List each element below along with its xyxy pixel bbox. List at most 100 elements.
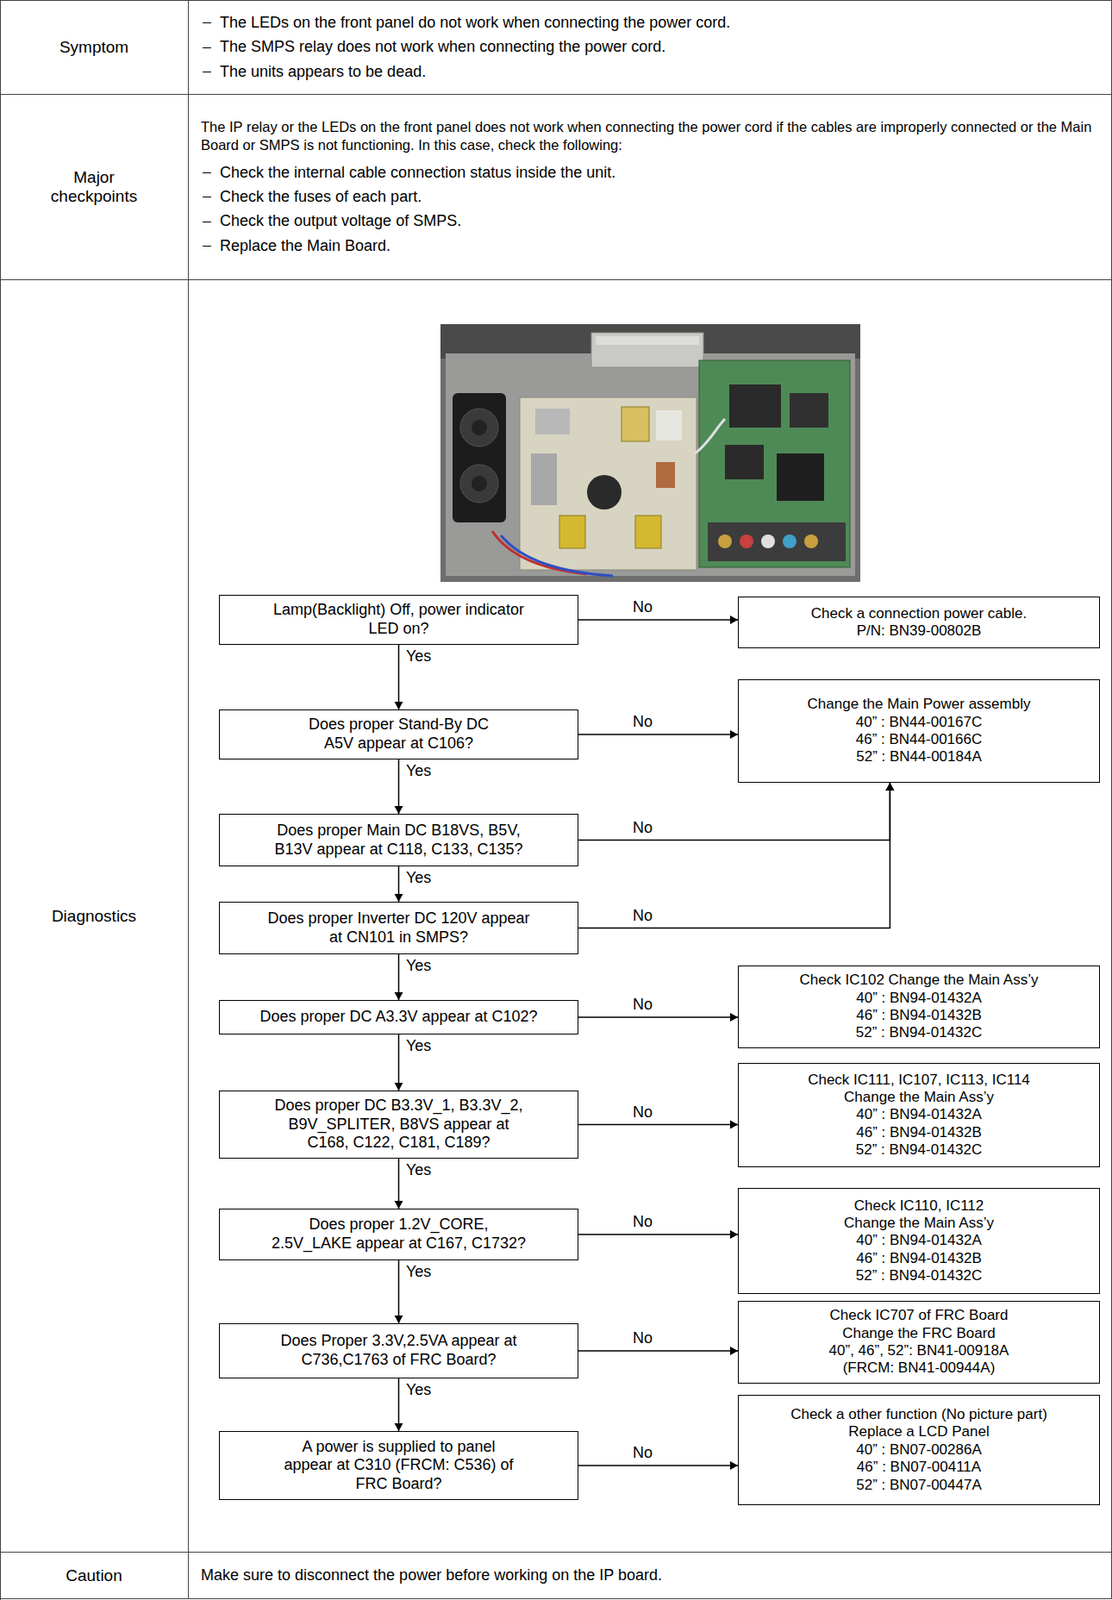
question-text: Does proper Stand-By DC A5V appear at C1… — [299, 715, 499, 753]
bullet-dash — [202, 196, 212, 198]
action-text: 46” : BN94-01432B — [855, 1124, 982, 1142]
action-box: Check IC102 Change the Main Ass’y40” : B… — [737, 965, 1100, 1049]
connector-line — [398, 644, 400, 710]
decision-box: Does proper Inverter DC 120V appear at C… — [218, 901, 579, 955]
connector-line — [578, 1349, 738, 1352]
cell-text: Make sure to disconnect the power before… — [200, 1566, 663, 1584]
action-text: 40”, 46”, 52”: BN41-00918A — [829, 1342, 1010, 1360]
connector — [394, 1378, 404, 1431]
connector — [394, 1158, 404, 1209]
cell-text: Replace the Main Board. — [219, 237, 391, 255]
bullet-dash — [202, 245, 212, 247]
action-box: Check a other function (No picture part)… — [737, 1394, 1100, 1506]
action-text: Check IC102 Change the Main Ass’y — [799, 971, 1039, 989]
cell-text: The IP relay or the LEDs on the front pa… — [200, 118, 1092, 153]
edge-label: No — [630, 1444, 655, 1462]
question-text: A power is supplied to panel appear at C… — [278, 1437, 520, 1494]
arrow-head — [730, 1461, 738, 1470]
connector-line — [578, 618, 738, 621]
text-line: Check the internal cable connection stat… — [200, 162, 1100, 183]
row-content: The IP relay or the LEDs on the front pa… — [188, 94, 1112, 281]
connector — [394, 954, 404, 1000]
action-text: 40” : BN07-00286A — [855, 1441, 982, 1459]
connector — [394, 644, 404, 710]
action-text: Check IC110, IC112 — [854, 1197, 985, 1215]
arrow-head — [730, 1230, 738, 1239]
connector-line — [578, 782, 890, 929]
connector — [578, 615, 738, 625]
chassis-photo — [440, 324, 861, 582]
cell-text: The LEDs on the front panel do not work … — [219, 13, 731, 32]
action-text: Check a connection power cable. — [811, 605, 1027, 623]
edge-label: Yes — [404, 1381, 433, 1400]
connector — [394, 1034, 404, 1091]
connector — [394, 866, 404, 902]
arrow-head — [394, 701, 404, 710]
connector — [578, 782, 894, 929]
action-text: (FRCM: BN41-00944A) — [843, 1359, 996, 1377]
action-text: Change the Main Power assembly — [807, 695, 1031, 713]
edge-label: No — [630, 907, 655, 925]
action-text: 52” : BN94-01432C — [855, 1141, 982, 1159]
row-header: Major checkpoints — [0, 94, 189, 281]
connector-line — [578, 1233, 738, 1236]
decision-box: A power is supplied to panel appear at C… — [218, 1430, 579, 1500]
connector-line — [578, 1464, 738, 1467]
edge-label: Yes — [404, 762, 433, 781]
decision-box: Does proper Main DC B18VS, B5V, B13V app… — [218, 813, 579, 867]
row-content: Make sure to disconnect the power before… — [188, 1552, 1112, 1600]
bullet-dash — [202, 22, 212, 24]
action-text: Replace a LCD Panel — [848, 1423, 989, 1441]
bullet-dash — [202, 172, 212, 174]
action-text: 46” : BN07-00411A — [856, 1458, 981, 1476]
edge-label: No — [630, 599, 655, 617]
edge-label: No — [630, 1330, 655, 1348]
text-line: The SMPS relay does not work when connec… — [200, 36, 1100, 57]
text-line: Check the output voltage of SMPS. — [200, 210, 1100, 232]
text-line: Make sure to disconnect the power before… — [200, 1564, 1100, 1586]
action-text: 46” : BN44-00166C — [855, 730, 982, 749]
action-text: Check IC111, IC107, IC113, IC114 — [807, 1071, 1031, 1089]
action-box: Check a connection power cable.P/N: BN39… — [737, 596, 1100, 649]
arrow-head — [730, 1012, 738, 1022]
header-text: Symptom — [59, 37, 129, 57]
question-text: Does proper Inverter DC 120V appear at C… — [261, 909, 538, 947]
edge-label: Yes — [404, 648, 433, 666]
bullet-dash — [202, 71, 212, 73]
connector-line — [578, 782, 890, 841]
arrow-head — [394, 1315, 404, 1324]
text-line: The units appears to be dead. — [200, 61, 1100, 82]
arrow-head — [394, 992, 404, 1000]
action-text: Change the Main Ass’y — [843, 1088, 994, 1106]
cell-text: Check the output voltage of SMPS. — [219, 212, 462, 230]
edge-label: No — [630, 819, 655, 838]
edge-label: Yes — [404, 1037, 433, 1056]
connector — [394, 759, 404, 814]
arrow-head — [394, 1082, 404, 1091]
connector — [578, 1230, 738, 1239]
header-text: Diagnostics — [51, 906, 137, 926]
bullet-dash — [202, 221, 212, 223]
text-line: The LEDs on the front panel do not work … — [200, 12, 1100, 33]
decision-box: Does proper Stand-By DC A5V appear at C1… — [218, 709, 579, 760]
action-box: Check IC707 of FRC BoardChange the FRC B… — [737, 1300, 1100, 1384]
action-text: 40” : BN94-01432A — [855, 989, 982, 1007]
text-line: The IP relay or the LEDs on the front pa… — [200, 118, 1100, 156]
connector — [394, 1260, 404, 1324]
question-text: Does proper DC A3.3V appear at C102? — [259, 1007, 538, 1027]
question-text: Does proper 1.2V_CORE, 2.5V_LAKE appear … — [269, 1215, 529, 1253]
action-box: Change the Main Power assembly40” : BN44… — [737, 679, 1100, 783]
cell-text: The SMPS relay does not work when connec… — [219, 37, 666, 56]
connector-line — [578, 1016, 738, 1019]
action-box: Check IC111, IC107, IC113, IC114Change t… — [737, 1062, 1100, 1168]
action-text: Check a other function (No picture part) — [790, 1405, 1048, 1424]
action-text: 52” : BN94-01432C — [855, 1024, 982, 1042]
connector — [578, 1346, 738, 1356]
arrow-head — [730, 730, 738, 739]
decision-box: Lamp(Backlight) Off, power indicator LED… — [218, 594, 579, 645]
edge-label: Yes — [404, 1161, 433, 1180]
action-box: Check IC110, IC112Change the Main Ass’y4… — [737, 1187, 1100, 1294]
row-header: Diagnostics — [0, 280, 189, 1553]
arrow-head — [394, 1423, 404, 1431]
bullet-dash — [202, 47, 212, 49]
